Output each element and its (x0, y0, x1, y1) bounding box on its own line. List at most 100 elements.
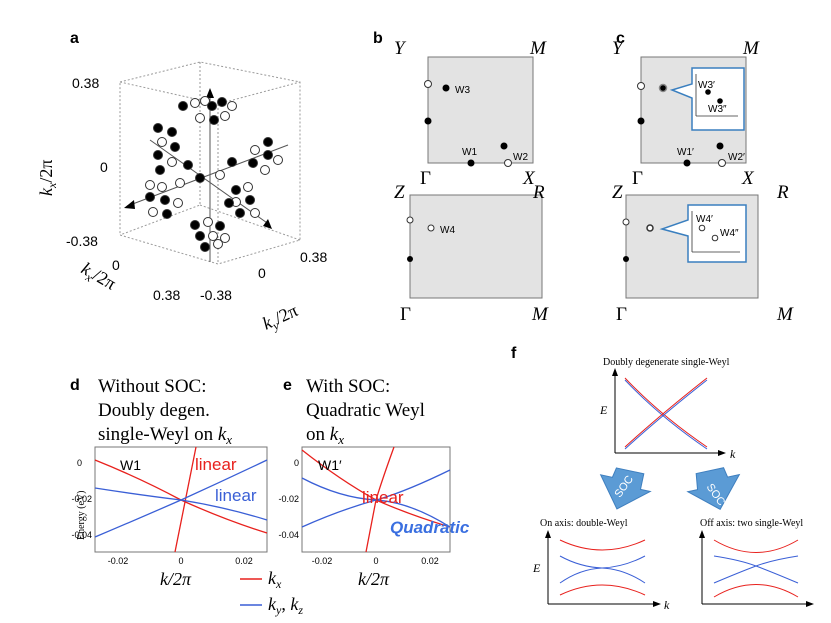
tick-kx-038: 0.38 (153, 287, 180, 303)
legend-blue-label: ky, kz (268, 594, 303, 617)
e-blue-curve-2 (301, 477, 451, 528)
d-ytick-002: -0.02 (71, 494, 92, 504)
tick-ky-0: 0 (258, 265, 266, 281)
panel-a: a 0.38 0 -0.38 0 0.38 -0.38 0 0.38 kx/2π (36, 30, 327, 336)
label-X: X (522, 168, 536, 189)
weyl-point-3d-46 (183, 160, 193, 170)
weyl-point-3d-45 (215, 170, 225, 180)
panel-label-a: a (70, 30, 79, 47)
d-xtick-0: 0 (178, 556, 183, 566)
weyl-point-3d-42 (200, 242, 210, 252)
weyl-points-3d (145, 96, 283, 252)
weyl-point-3d-39 (195, 231, 205, 241)
f-top-k: k (730, 447, 736, 461)
point-filled-bottom (407, 256, 413, 262)
panel-e: e With SOC: Quadratic Weyl on kx W1′ lin… (278, 376, 469, 589)
d-plot-curves (94, 446, 268, 553)
legend-red-label: kx (268, 568, 282, 591)
label-Y-c: Y (612, 38, 625, 59)
e-xtick-002: 0.02 (421, 556, 439, 566)
tick-z-038: 0.38 (72, 75, 99, 91)
label-R-c: R (776, 182, 789, 203)
weyl-point-3d-43 (213, 239, 223, 249)
d-ytick-004: -0.04 (71, 530, 92, 540)
e-ytick-0: 0 (294, 458, 299, 468)
label-Gamma: Γ (420, 168, 431, 189)
weyl-point-3d-16 (263, 137, 273, 147)
d-title-line2: Doubly degen. (98, 400, 210, 421)
soc-arrow-right: SOC (686, 467, 741, 511)
label-M-c: M (742, 38, 760, 59)
legend-de: kx ky, kz (240, 568, 303, 617)
d-red-curve-2 (174, 446, 197, 553)
label-Z: Z (394, 182, 405, 203)
e-label-quadratic: Quadratic (390, 518, 470, 537)
weyl-point-3d-7 (209, 115, 219, 125)
tick-z-neg038: -0.38 (66, 233, 98, 249)
point-W1p (683, 159, 691, 167)
label-W1: W1 (462, 147, 477, 158)
weyl-point-3d-13 (153, 150, 163, 160)
label-W3pp: W3″ (708, 104, 727, 115)
arrow-right-icon (263, 219, 272, 229)
panel-label-f: f (511, 345, 517, 362)
point-W2-open (504, 159, 512, 167)
label-W3: W3 (455, 85, 470, 96)
point-W1 (467, 159, 475, 167)
point-filled-bottom-c (623, 256, 629, 262)
weyl-point-3d-36 (190, 220, 200, 230)
weyl-point-3d-10 (167, 127, 177, 137)
weyl-point-3d-17 (250, 145, 260, 155)
weyl-point-3d-21 (273, 155, 283, 165)
weyl-point-3d-41 (220, 233, 230, 243)
tick-ky-038: 0.38 (300, 249, 327, 265)
weyl-point-3d-2 (200, 96, 210, 106)
label-W4pp: W4″ (720, 228, 739, 239)
weyl-point-3d-28 (173, 198, 183, 208)
weyl-point-3d-4 (217, 97, 227, 107)
weyl-point-3d-6 (220, 111, 230, 121)
label-W2: W2 (513, 152, 528, 163)
point-W3-c (658, 83, 668, 93)
axis-label-ky: ky/2π (259, 300, 302, 336)
panel-label-e: e (283, 377, 292, 394)
label-W2p: W2′ (728, 152, 745, 163)
weyl-point-3d-35 (224, 198, 234, 208)
e-title-line3: on kx (306, 424, 344, 447)
panel-c: c Y M Γ X W1′ W2′ W3′ W3″ Z R Γ M (612, 30, 794, 325)
weyl-point-3d-12 (170, 142, 180, 152)
soc-arrow-left: SOC (599, 467, 652, 510)
weyl-point-3d-8 (195, 113, 205, 123)
weyl-point-3d-1 (190, 98, 200, 108)
point-open-bottom (406, 216, 414, 224)
weyl-point-3d-25 (160, 195, 170, 205)
f-right-title: Off axis: two single-Weyl (700, 518, 803, 529)
label-Gamma-c: Γ (632, 168, 643, 189)
weyl-point-3d-15 (155, 165, 165, 175)
weyl-point-3d-44 (195, 173, 205, 183)
label-X-c: X (741, 168, 755, 189)
label-Z-c: Z (612, 182, 623, 203)
e-ytick-004: -0.04 (278, 530, 299, 540)
panel-label-c: c (616, 30, 625, 47)
d-ytick-0: 0 (77, 458, 82, 468)
weyl-point-3d-27 (162, 209, 172, 219)
tick-z-0: 0 (100, 159, 108, 175)
point-open-c (637, 82, 645, 90)
label-W4p: W4′ (696, 214, 713, 225)
f-left-title: On axis: double-Weyl (540, 518, 628, 529)
bz-top-square (427, 56, 534, 164)
d-title-line3: single-Weyl on kx (98, 424, 232, 447)
arrow-up-icon (206, 88, 214, 98)
panel-b: b Y M Γ X W3 W1 W2 Z R Γ M W4 (373, 30, 549, 325)
label-M-bottom-c: M (776, 304, 794, 325)
d-xtick-002: 0.02 (235, 556, 253, 566)
label-W4: W4 (440, 225, 455, 236)
weyl-point-3d-22 (145, 180, 155, 190)
e-xtick-neg002: -0.02 (312, 556, 333, 566)
weyl-point-3d-26 (148, 207, 158, 217)
arrow-left-icon (124, 200, 135, 209)
d-xlabel: k/2π (160, 569, 192, 589)
inset-callout-bottom (659, 204, 747, 263)
